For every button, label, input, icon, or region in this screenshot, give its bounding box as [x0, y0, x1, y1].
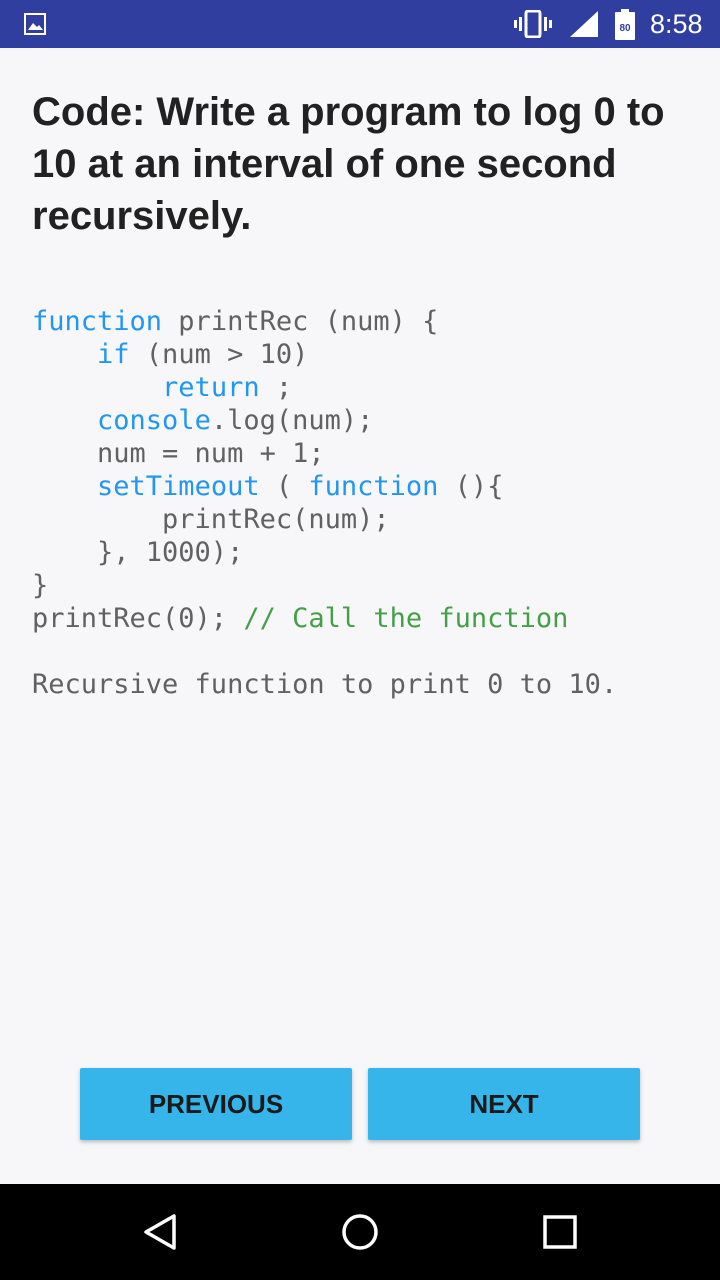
code-text: ;	[259, 372, 293, 403]
code-keyword: return	[162, 372, 260, 403]
image-notification-icon	[24, 13, 46, 35]
code-text	[32, 471, 97, 502]
code-keyword: function	[308, 471, 439, 502]
previous-button[interactable]: PREVIOUS	[80, 1068, 352, 1140]
code-text: (){	[438, 471, 504, 502]
code-line: printRec(num);	[32, 503, 702, 536]
recents-icon[interactable]	[540, 1212, 580, 1252]
answer-description: Recursive function to print 0 to 10.	[32, 669, 618, 700]
code-line: setTimeout ( function (){	[32, 470, 702, 503]
back-icon[interactable]	[140, 1212, 180, 1252]
code-line: return ;	[32, 371, 702, 404]
status-bar: 80 8:58	[0, 0, 720, 48]
question-title: Code: Write a program to log 0 to 10 at …	[32, 90, 665, 238]
code-keyword: function	[32, 306, 163, 337]
code-text: (	[259, 471, 309, 502]
code-text: }, 1000);	[32, 537, 244, 568]
code-text	[32, 339, 97, 370]
question-screen: Code: Write a program to log 0 to 10 at …	[0, 48, 720, 1184]
signal-icon	[570, 11, 598, 37]
code-line: num = num + 1;	[32, 437, 702, 470]
code-text	[32, 405, 97, 436]
code-text: num = num + 1;	[32, 438, 325, 469]
navigation-bar	[0, 1184, 720, 1280]
code-block: function printRec (num) { if (num > 10) …	[32, 305, 702, 635]
next-button[interactable]: NEXT	[368, 1068, 640, 1140]
home-icon[interactable]	[340, 1212, 380, 1252]
clock: 8:58	[650, 9, 703, 39]
code-comment: // Call the function	[243, 603, 569, 634]
code-text: (num > 10)	[129, 339, 309, 370]
code-text: printRec (num) {	[162, 306, 439, 337]
code-text	[32, 372, 162, 403]
code-line: }	[32, 569, 702, 602]
code-keyword: if	[97, 339, 130, 370]
battery-icon: 80	[614, 9, 636, 41]
code-line: printRec(0); // Call the function	[32, 602, 702, 635]
code-keyword: console	[97, 405, 211, 436]
code-line: function printRec (num) {	[32, 305, 702, 338]
code-line: }, 1000);	[32, 536, 702, 569]
code-text: .log(num);	[210, 405, 374, 436]
code-keyword: setTimeout	[97, 471, 260, 502]
code-text: }	[32, 570, 49, 601]
code-text: printRec(0);	[32, 603, 244, 634]
code-line: if (num > 10)	[32, 338, 702, 371]
battery-level: 80	[619, 23, 631, 34]
code-line: console.log(num);	[32, 404, 702, 437]
code-text: printRec(num);	[32, 504, 390, 535]
vibrate-icon	[514, 10, 552, 38]
